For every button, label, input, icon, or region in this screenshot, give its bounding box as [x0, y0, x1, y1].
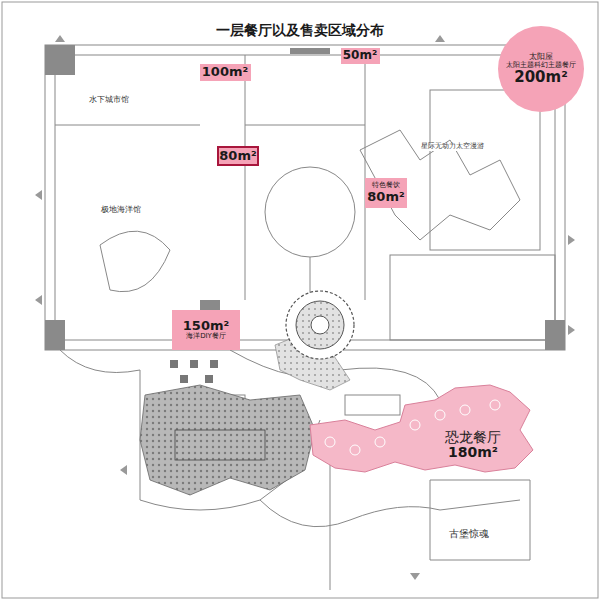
sales-area: 150m²海洋DIY餐厅: [172, 310, 240, 350]
area-name: 恐龙餐厅: [445, 430, 501, 445]
sales-area: 特色餐饮80m²: [365, 178, 407, 208]
area-name: 太阳屋: [529, 53, 553, 62]
sales-area: 80m²: [217, 146, 259, 166]
area-name: 150m²: [183, 319, 229, 333]
area-name: 太阳主题科幻主题餐厅: [506, 62, 576, 69]
venue-label: 古堡惊魂: [448, 528, 490, 539]
venue-label: 极地海洋馆: [100, 206, 142, 215]
area-name: 海洋DIY餐厅: [186, 333, 226, 341]
round-restaurant: 太阳屋太阳主题科幻主题餐厅200m²: [498, 26, 584, 112]
area-size: 50m²: [343, 49, 377, 62]
sales-area: 50m²: [341, 48, 380, 64]
area-size: 100m²: [202, 65, 248, 79]
area-name: 特色餐饮: [372, 182, 400, 190]
venue-label: 水下城市馆: [88, 96, 130, 105]
area-size: 180m²: [445, 445, 501, 460]
area-size: 200m²: [514, 69, 568, 86]
area-size: 80m²: [219, 149, 256, 163]
restaurant-area: 恐龙餐厅180m²: [305, 380, 537, 476]
sales-area: 100m²: [200, 64, 251, 81]
area-size: 80m²: [367, 190, 404, 204]
venue-label: 星际无动力太空漫游: [420, 143, 485, 151]
area-outline: [305, 380, 537, 476]
